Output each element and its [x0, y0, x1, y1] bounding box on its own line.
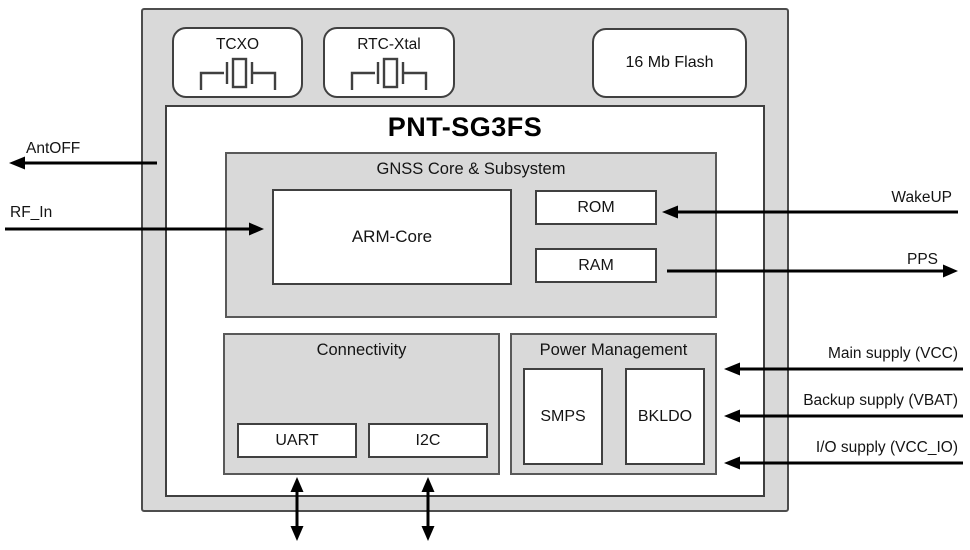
- rom-label: ROM: [577, 198, 615, 216]
- arm-core-box: ARM-Core: [272, 189, 512, 285]
- ram-label: RAM: [578, 256, 614, 274]
- smps-label: SMPS: [540, 407, 586, 425]
- flash-box: 16 Mb Flash: [592, 28, 747, 98]
- bkldo-box: BKLDO: [625, 368, 705, 465]
- rtc-xtal-label: RTC-Xtal: [357, 36, 421, 53]
- bkldo-label: BKLDO: [637, 407, 693, 425]
- uart-label: UART: [275, 431, 319, 449]
- chip-title: PNT-SG3FS: [387, 112, 543, 142]
- power-management-title: Power Management: [539, 341, 688, 359]
- i2c-label: I2C: [415, 431, 441, 449]
- rfin-label: RF_In: [10, 204, 53, 221]
- pps-label: PPS: [906, 251, 938, 268]
- io-supply-label: I/O supply (VCC_IO): [815, 439, 958, 456]
- flash-label: 16 Mb Flash: [625, 54, 714, 71]
- main-supply-label: Main supply (VCC): [827, 345, 958, 362]
- wakeup-label: WakeUP: [891, 189, 952, 206]
- crystal-icon: [350, 57, 428, 90]
- tcxo-label: TCXO: [215, 36, 260, 53]
- uart-box: UART: [237, 423, 357, 458]
- i2c-box: I2C: [368, 423, 488, 458]
- antoff-label: AntOFF: [26, 140, 81, 157]
- antoff-arrow: [9, 156, 157, 170]
- arm-core-label: ARM-Core: [351, 227, 433, 246]
- crystal-icon: [199, 57, 277, 90]
- connectivity-title: Connectivity: [316, 341, 407, 359]
- rom-box: ROM: [535, 190, 657, 225]
- gnss-core-title: GNSS Core & Subsystem: [376, 160, 566, 178]
- backup-supply-label: Backup supply (VBAT): [803, 392, 958, 409]
- ram-box: RAM: [535, 248, 657, 283]
- smps-box: SMPS: [523, 368, 603, 465]
